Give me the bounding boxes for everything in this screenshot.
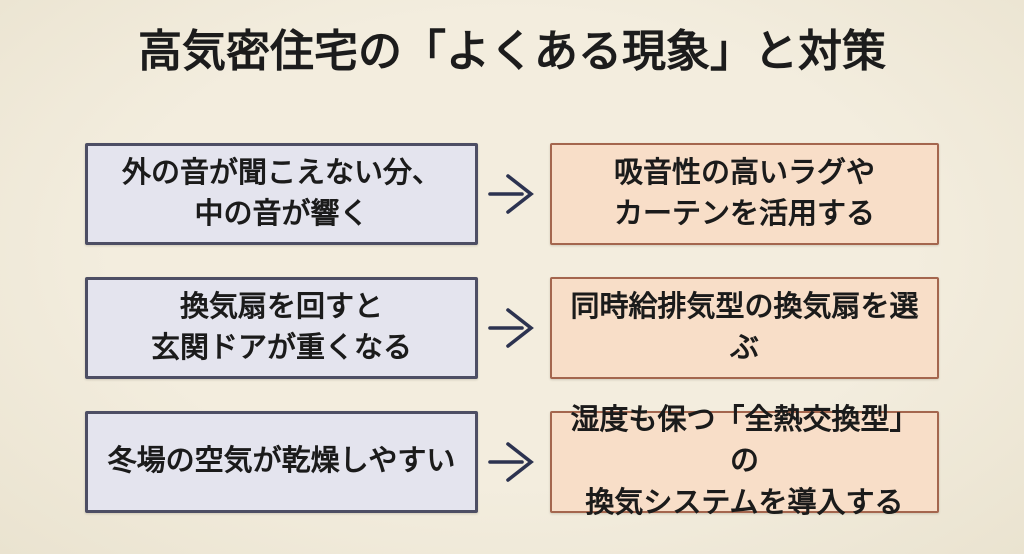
problem-box: 外の音が聞こえない分、 中の音が響く bbox=[85, 143, 478, 245]
solution-box: 同時給排気型の換気扇を選ぶ bbox=[550, 277, 939, 379]
solution-text: 同時給排気型の換気扇を選ぶ bbox=[570, 290, 919, 364]
solution-text: 湿度も保つ「全熱交換型」の 換気システムを導入する bbox=[570, 404, 919, 519]
right-arrow-icon bbox=[487, 305, 537, 351]
row-2: 換気扇を回すと 玄関ドアが重くなる 同時給排気型の換気扇を選ぶ bbox=[0, 277, 1024, 379]
right-arrow-icon bbox=[487, 439, 537, 485]
row-1: 外の音が聞こえない分、 中の音が響く 吸音性の高いラグや カーテンを活用する bbox=[0, 143, 1024, 245]
problem-box: 換気扇を回すと 玄関ドアが重くなる bbox=[85, 277, 478, 379]
problem-text: 外の音が聞こえない分、 中の音が響く bbox=[121, 156, 441, 230]
row-3: 冬場の空気が乾燥しやすい 湿度も保つ「全熱交換型」の 換気システムを導入する bbox=[0, 404, 1024, 519]
problem-text: 換気扇を回すと 玄関ドアが重くなる bbox=[150, 290, 412, 364]
problem-text: 冬場の空気が乾燥しやすい bbox=[107, 445, 456, 478]
page-title: 高気密住宅の「よくある現象」と対策 bbox=[138, 27, 886, 76]
problem-box: 冬場の空気が乾燥しやすい bbox=[85, 411, 478, 513]
solution-text: 吸音性の高いラグや カーテンを活用する bbox=[613, 156, 875, 230]
right-arrow-icon bbox=[487, 171, 537, 217]
solution-box: 吸音性の高いラグや カーテンを活用する bbox=[550, 143, 939, 245]
solution-box: 湿度も保つ「全熱交換型」の 換気システムを導入する bbox=[550, 404, 939, 519]
